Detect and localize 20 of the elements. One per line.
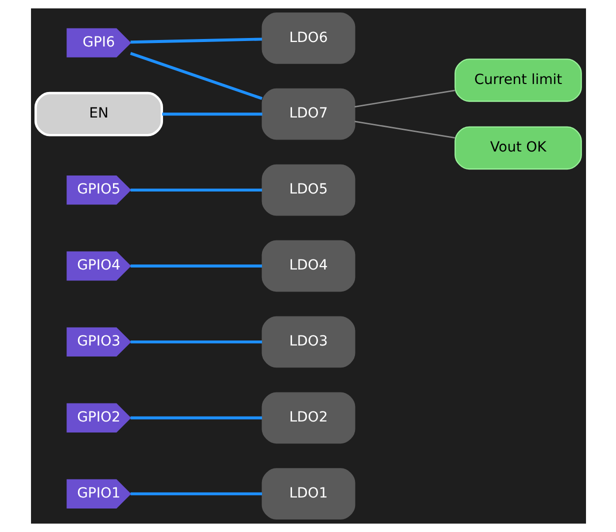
connector xyxy=(162,112,262,116)
node-box: LDO6 xyxy=(261,12,355,64)
connector xyxy=(130,340,262,344)
connector xyxy=(130,492,262,496)
connector xyxy=(130,38,262,44)
node-box: EN xyxy=(34,92,163,136)
connector xyxy=(354,90,454,108)
node-box: LDO2 xyxy=(261,392,355,444)
node-box: LDO7 xyxy=(261,88,355,140)
connector xyxy=(130,264,262,268)
node-box: Vout OK xyxy=(454,126,582,170)
node-box: LDO1 xyxy=(261,468,355,520)
node-box: LDO5 xyxy=(261,164,355,216)
connector xyxy=(130,188,262,192)
connector xyxy=(130,416,262,420)
node-box: Current limit xyxy=(454,58,582,102)
node-box: LDO4 xyxy=(261,240,355,292)
connector xyxy=(130,52,262,100)
node-box: LDO3 xyxy=(261,316,355,368)
connector xyxy=(354,120,454,139)
